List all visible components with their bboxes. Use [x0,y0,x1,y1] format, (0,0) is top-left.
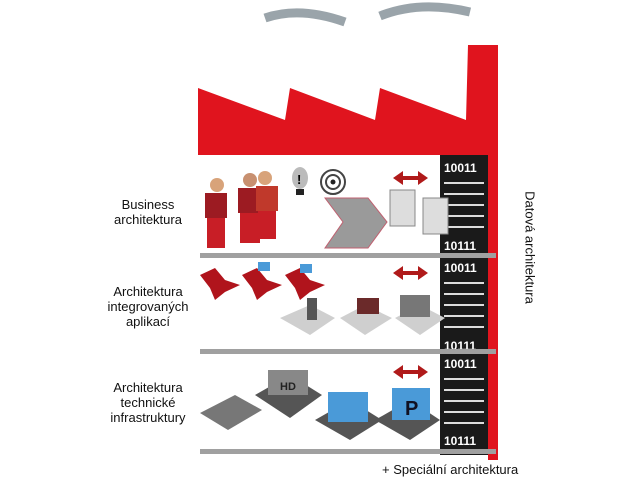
svg-text:HD: HD [280,381,296,393]
svg-text:!: ! [297,172,301,187]
label-line: integrovaných [107,299,189,314]
binary-dash [444,315,484,317]
binary-bottom: 10111 [444,239,476,253]
layer-label-applications: Architektura integrovaných aplikací [83,284,213,329]
binary-top: 10011 [444,261,477,275]
shelf [200,253,496,258]
binary-dash [444,400,484,402]
factory-roof [198,45,490,155]
binary-dash [444,326,484,328]
layer-label-business: Business architektura [83,197,213,227]
binary-dash [444,193,484,195]
special-architecture-label: + Speciální architektura [382,462,519,477]
label-line: Architektura [113,380,183,395]
binary-dash [444,182,484,184]
target-icon [320,169,346,195]
label-line: technické [120,395,176,410]
binary-top: 10011 [444,357,477,371]
binary-dash [444,215,484,217]
binary-top: 10011 [444,161,477,175]
svg-text:P: P [405,398,418,420]
shelf [200,349,496,354]
binary-dash [444,282,484,284]
label-line: infrastruktury [110,410,186,425]
binary-dash [444,204,484,206]
smoke [263,8,347,27]
data-architecture-label: Datová architektura [522,191,538,304]
binary-dash [444,293,484,295]
label-line: Architektura [113,284,183,299]
binary-bottom: 10111 [444,434,476,448]
smoke [378,2,472,21]
binary-dash [444,378,484,380]
label-line: Business [121,197,175,212]
system-icon [280,295,445,335]
lightbulb-icon: ! [292,167,308,195]
binary-dash [444,411,484,413]
shelf [200,449,496,454]
people-icon [205,171,278,248]
binary-dash [444,304,484,306]
document-icon [389,189,449,235]
process-chevron-icon [324,197,388,249]
double-arrow-icon [393,171,428,379]
application-icon [200,262,325,300]
infrastructure-icon: HD P [200,370,440,440]
binary-dash [444,422,484,424]
label-line: aplikací [125,314,171,329]
binary-dash [444,226,484,228]
label-line: architektura [114,212,182,227]
factory-wall [488,45,498,460]
binary-dash [444,389,484,391]
layer-label-infrastructure: Architektura technické infrastruktury [83,380,213,425]
